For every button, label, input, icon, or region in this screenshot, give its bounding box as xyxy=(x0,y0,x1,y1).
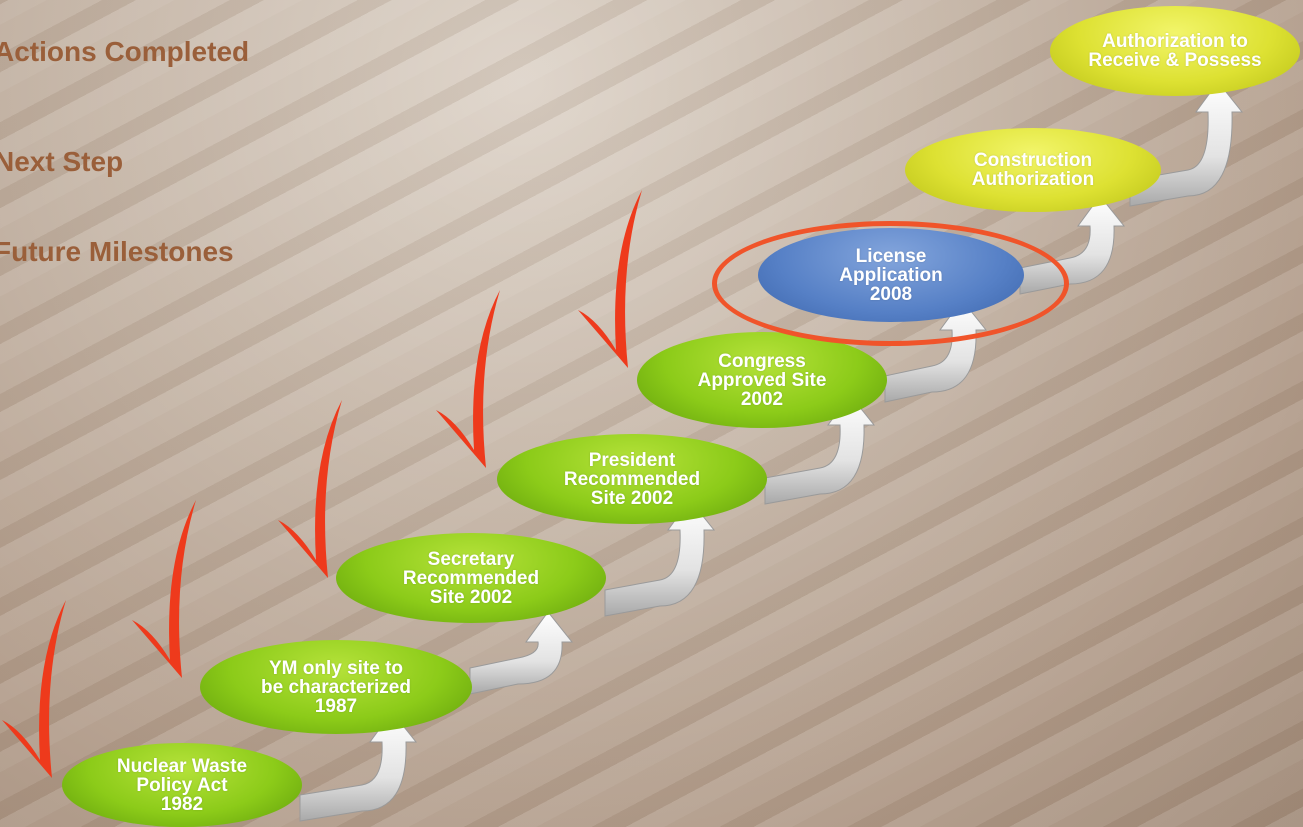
check-icon xyxy=(2,600,66,778)
milestone-7-oval: Construction Authorization xyxy=(905,128,1161,212)
milestone-label: President Recommended Site 2002 xyxy=(563,449,701,509)
step-arrow-2 xyxy=(469,611,574,695)
legend-next-step: Next Step xyxy=(0,146,124,177)
milestone-label: YM only site to be characterized 1987 xyxy=(261,657,411,717)
milestone-label: Construction Authorization xyxy=(971,150,1095,190)
milestone-label: Congress Approved Site 2002 xyxy=(697,350,827,410)
legend-future-milestones: Future Milestones xyxy=(0,236,234,267)
milestone-8-oval: Authorization to Receive & Possess xyxy=(1050,6,1300,96)
milestone-5-oval: Congress Approved Site 2002 xyxy=(637,332,887,428)
next-step-highlight-ring xyxy=(712,221,1069,346)
milestone-label: Nuclear Waste Policy Act 1982 xyxy=(116,755,248,815)
step-arrow-4 xyxy=(764,394,876,505)
legend-actions-completed: Actions Completed xyxy=(0,36,250,67)
check-icon xyxy=(132,500,196,678)
check-icon xyxy=(436,290,500,468)
milestone-label: Secretary Recommended Site 2002 xyxy=(402,548,540,608)
step-arrow-1 xyxy=(299,711,418,822)
check-icon xyxy=(578,190,642,368)
milestone-2-oval: YM only site to be characterized 1987 xyxy=(200,640,472,734)
step-arrow-3 xyxy=(604,499,716,617)
milestone-1-oval: Nuclear Waste Policy Act 1982 xyxy=(62,743,302,827)
milestone-3-oval: Secretary Recommended Site 2002 xyxy=(336,533,606,623)
check-icon xyxy=(278,400,342,578)
milestone-label: Authorization to Receive & Possess xyxy=(1088,31,1262,71)
milestone-4-oval: President Recommended Site 2002 xyxy=(497,434,767,524)
step-arrow-7 xyxy=(1129,81,1244,207)
